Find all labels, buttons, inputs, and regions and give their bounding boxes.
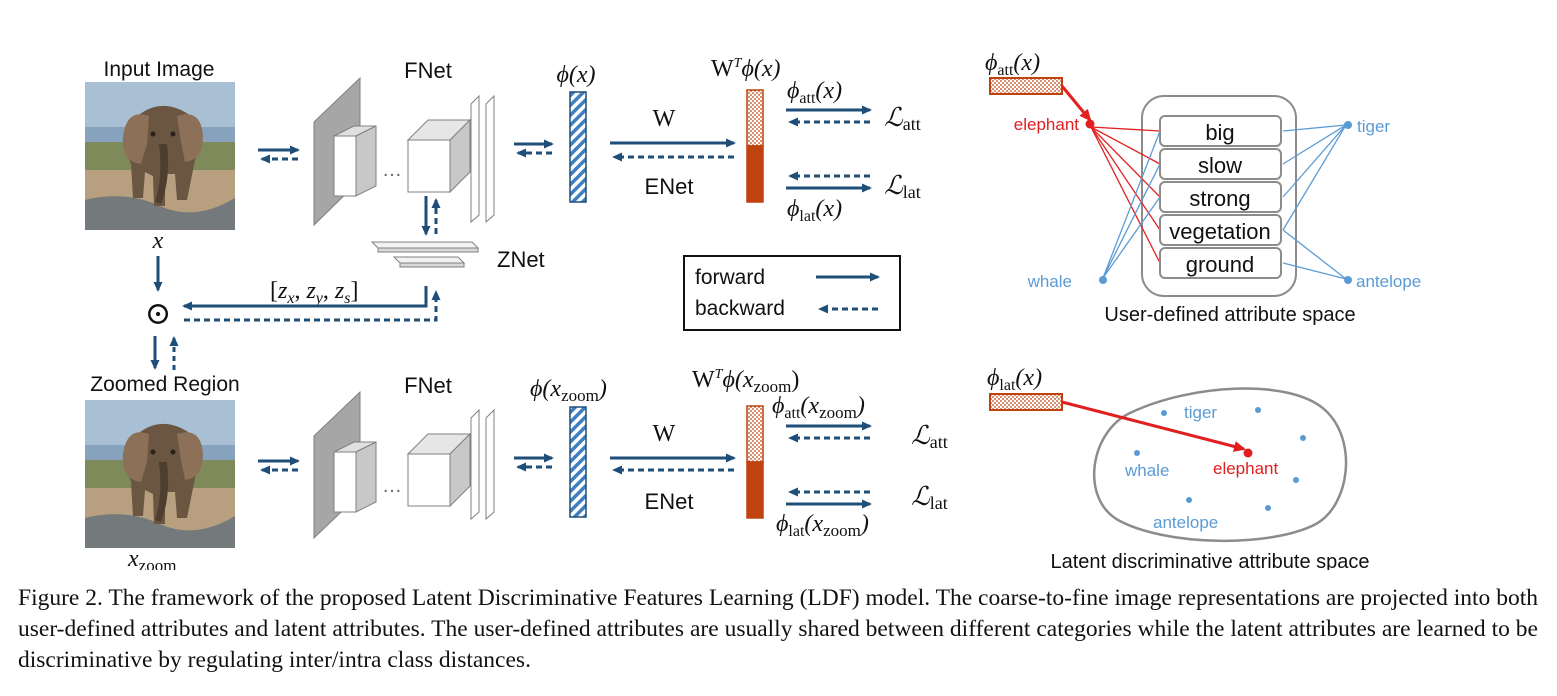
tiger-point (1344, 121, 1352, 129)
att-loss-zoom-label: ℒatt (911, 421, 948, 452)
fnet-dots: … (382, 159, 402, 181)
lat-loss-zoom-arrows (786, 487, 872, 509)
w-label: W (653, 106, 676, 132)
elephant-attribute-links (1090, 126, 1161, 264)
znet-label: ZNet (497, 247, 545, 272)
ldf-framework-diagram: Input Image x FNet … ZNet (85, 50, 1421, 570)
attribute-strong: strong (1189, 186, 1250, 211)
att-loss-zoom-arrows (786, 421, 872, 443)
x-variable: x (152, 228, 164, 254)
phi-att-x-zoom-label: ϕatt(xzoom) (772, 393, 865, 422)
input-image-label: Input Image (104, 58, 215, 81)
figure-caption: Figure 2. The framework of the proposed … (18, 585, 1538, 673)
phi-lat-space-label: ϕlat(x) (987, 365, 1042, 394)
attribute-big: big (1205, 120, 1234, 145)
fnet-zoom-phi-arrows (514, 453, 554, 472)
attribute-vegetation: vegetation (1169, 219, 1271, 244)
phi-lat-feature-bar (989, 393, 1063, 411)
latent-space-title: Latent discriminative attribute space (1050, 551, 1369, 570)
phi-att-feature-bar (989, 77, 1063, 95)
phi-lat-x-zoom-label: ϕlat(xzoom) (776, 511, 869, 540)
input-image-photo (85, 82, 235, 230)
phi-att-x-label: ϕatt(x) (787, 78, 842, 107)
latent-antelope-label: antelope (1153, 513, 1218, 532)
lat-loss-label: ℒlat (884, 171, 921, 202)
whale-attribute-links (1102, 130, 1161, 279)
fnet-znet-arrows (421, 196, 441, 236)
whale-class-label: whale (1027, 272, 1072, 291)
att-loss-label: ℒatt (884, 103, 921, 134)
phi-att-to-elephant-arrow (1060, 85, 1092, 122)
wt-phi-x-feature-bar (746, 89, 764, 203)
fnet-phi-arrows (514, 139, 554, 158)
antelope-point (1344, 276, 1352, 284)
lat-loss-arrows (786, 171, 872, 193)
phi-x-feature-bar (569, 91, 587, 203)
enet-label: ENet (645, 174, 694, 199)
latent-points (1134, 407, 1306, 511)
x-zoom-variable: xzoom (127, 546, 176, 570)
phi-x-label: ϕ(x) (556, 62, 595, 88)
attribute-space-title: User-defined attribute space (1104, 304, 1355, 326)
odot-operator: ⊙ (145, 295, 172, 331)
fnet-zoom-dots: … (382, 475, 402, 497)
z-vector-label: [zx, zy, zs] (270, 278, 358, 307)
latent-elephant-label: elephant (1213, 459, 1279, 478)
fnet-label: FNet (404, 58, 452, 83)
fnet-zoom-label: FNet (404, 373, 452, 398)
enet-zoom-label: ENet (645, 489, 694, 514)
znet-odot-arrows (182, 286, 441, 322)
lat-loss-zoom-label: ℒlat (911, 482, 948, 513)
wt-phi-x-label: WTϕ(x) (711, 56, 781, 82)
legend-backward-label: backward (695, 297, 785, 320)
znet-network (370, 241, 480, 268)
wt-phi-x-zoom-label: WTϕ(xzoom) (692, 367, 799, 396)
tiger-attribute-links (1282, 124, 1347, 231)
w-zoom-label: W (653, 421, 676, 447)
attribute-ground: ground (1186, 252, 1255, 277)
w-enet-zoom-arrows (610, 453, 736, 475)
antelope-class-label: antelope (1356, 272, 1421, 291)
latent-elephant-point (1243, 448, 1253, 458)
phi-lat-x-label: ϕlat(x) (787, 196, 842, 225)
attribute-boxes (1159, 115, 1282, 279)
latent-whale-label: whale (1124, 461, 1169, 480)
zoom-fnet-arrows (258, 456, 300, 475)
elephant-class-label: elephant (1014, 115, 1080, 134)
fnet-network: … (313, 76, 495, 227)
fnet-zoom-network: … (313, 390, 495, 540)
image-fnet-arrows (258, 145, 300, 164)
elephant-point (1085, 119, 1095, 129)
att-loss-arrows (786, 105, 872, 127)
zoomed-region-photo (85, 400, 235, 548)
legend-box: forward backward (683, 255, 901, 331)
wt-phi-x-zoom-feature-bar (746, 405, 764, 519)
latent-tiger-label: tiger (1184, 403, 1217, 422)
attribute-slow: slow (1198, 153, 1242, 178)
whale-point (1099, 276, 1107, 284)
tiger-class-label: tiger (1357, 117, 1390, 136)
odot-zoom-arrows (150, 336, 179, 370)
w-enet-arrows (610, 138, 736, 162)
phi-x-zoom-feature-bar (569, 406, 587, 518)
zoomed-region-label: Zoomed Region (90, 373, 239, 396)
phi-lat-to-elephant-arrow (1061, 400, 1246, 452)
phi-att-space-label: ϕatt(x) (985, 50, 1040, 79)
legend-forward-label: forward (695, 266, 765, 289)
phi-x-zoom-label: ϕ(xzoom) (530, 376, 607, 405)
antelope-attribute-links (1282, 229, 1347, 280)
